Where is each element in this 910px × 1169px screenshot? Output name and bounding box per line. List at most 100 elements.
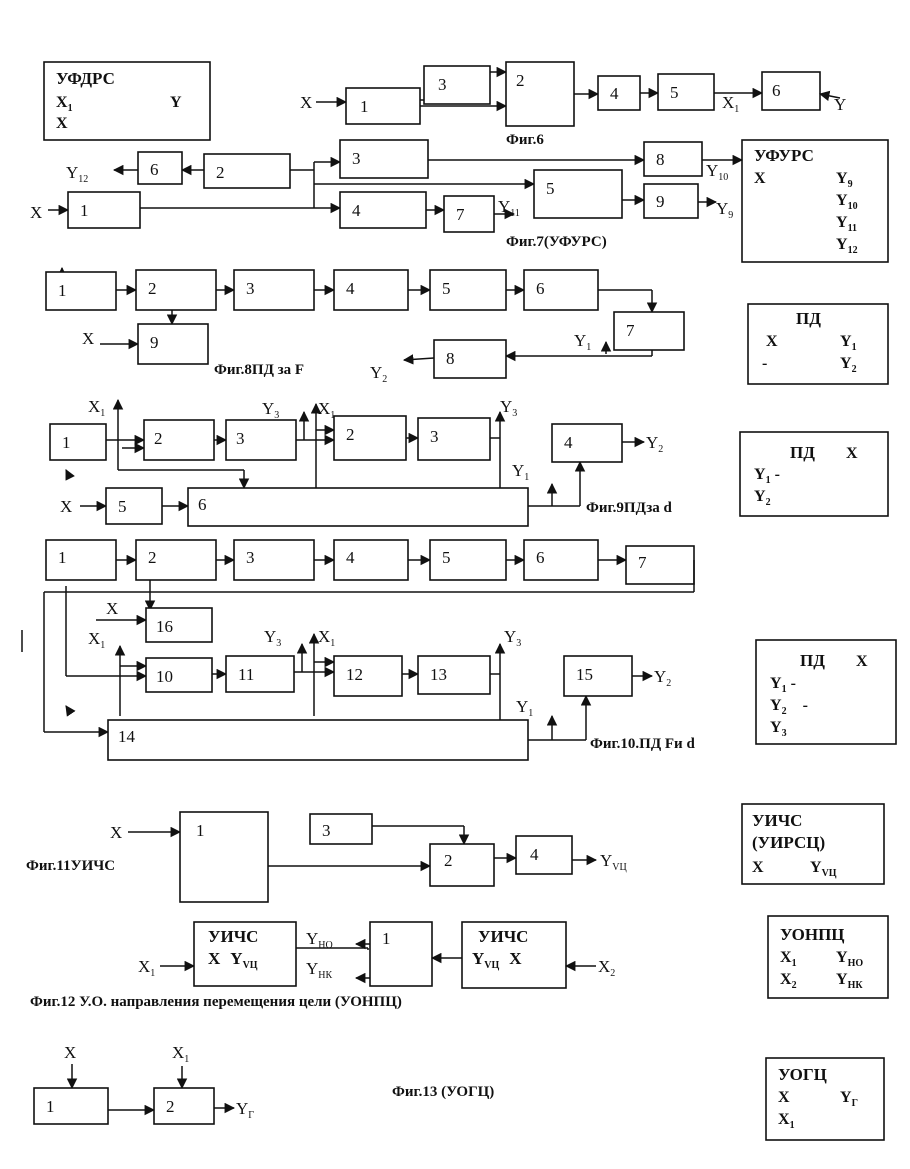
svg-text:Y1: Y1 [512, 461, 529, 483]
fig9-block-1 [49, 423, 107, 461]
svg-text:Y3: Y3 [500, 397, 517, 419]
svg-text:X1: X1 [318, 627, 335, 649]
svg-text:X2: X2 [780, 971, 797, 991]
svg-text:Фиг.11УИЧС: Фиг.11УИЧС [26, 858, 115, 874]
svg-text:9: 9 [656, 192, 665, 211]
fig8-diagram: 1 2 3 4 5 6 7 Y1 8 Y2 X 9 Фиг.8ПД за F [45, 266, 685, 385]
svg-text:X1: X1 [780, 949, 797, 969]
svg-text:Y10: Y10 [706, 161, 728, 183]
svg-text:11: 11 [238, 665, 254, 684]
fig11-block-2 [429, 843, 495, 887]
svg-text:YНО: YНО [836, 949, 863, 969]
svg-text:Y2: Y2 [754, 488, 771, 508]
fig7-block-9 [643, 183, 699, 219]
svg-text:2: 2 [166, 1097, 175, 1116]
svg-text:ПД: ПД [800, 651, 825, 670]
legend-ufdrs: УФДРС X1 Y X [43, 61, 211, 141]
svg-text:Y1: Y1 [516, 697, 533, 719]
svg-text:6: 6 [150, 160, 159, 179]
svg-text:Y1-: Y1- [770, 675, 796, 695]
svg-text:X2: X2 [598, 957, 615, 979]
svg-text:-: - [762, 355, 767, 372]
svg-text:YНО: YНО [306, 929, 333, 951]
svg-text:YНК: YНК [306, 959, 333, 981]
fig8-block-4 [333, 269, 409, 311]
svg-text:УИЧС: УИЧС [478, 927, 528, 946]
fig9-diagram: 1 X1 2 3 Y3 X1 2 3 Y3 Y1 X 5 6 [49, 397, 673, 527]
svg-text:1: 1 [58, 548, 67, 567]
fig6-block-5 [657, 73, 715, 111]
svg-text:4: 4 [346, 548, 355, 567]
svg-text:4: 4 [346, 279, 355, 298]
svg-text:6: 6 [198, 495, 207, 514]
svg-text:Y: Y [834, 95, 846, 114]
svg-text:X: X [30, 203, 42, 222]
svg-text:Фиг.7(УФУРС): Фиг.7(УФУРС) [506, 234, 607, 250]
fig6-block-1 [345, 87, 421, 125]
svg-text:Фиг.8ПД за F: Фиг.8ПД за F [214, 362, 304, 378]
fig8-block-9 [137, 323, 209, 365]
fig10-block-5 [429, 539, 507, 581]
fig6-block-6 [761, 71, 821, 111]
svg-text:X1: X1 [318, 399, 335, 421]
fig7-block-1 [67, 191, 141, 229]
fig9-block-3b [417, 417, 491, 461]
svg-text:2: 2 [444, 851, 453, 870]
svg-text:1: 1 [46, 1097, 55, 1116]
svg-text:Y1: Y1 [574, 331, 591, 353]
legend-uonpc: УОНПЦ X1 YНО X2 YНК [767, 915, 889, 999]
svg-text:1: 1 [382, 929, 391, 948]
fig9-block-3a [225, 419, 297, 461]
svg-text:Y: Y [170, 94, 182, 111]
svg-text:2: 2 [148, 279, 157, 298]
svg-text:3: 3 [236, 429, 245, 448]
svg-text:Фиг.10.ПД Fи d: Фиг.10.ПД Fи d [590, 736, 695, 752]
legend-uichs: УИЧС (УИРСЦ) X YVЦ [741, 803, 885, 885]
svg-text:Y3: Y3 [504, 627, 521, 649]
fig10-block-11 [225, 655, 295, 693]
svg-text:X: X [56, 115, 68, 132]
svg-text:7: 7 [626, 321, 635, 340]
svg-text:3: 3 [430, 427, 439, 446]
fig8-block-3 [233, 269, 315, 311]
svg-text:1: 1 [80, 201, 89, 220]
fig12-block-uichs-right [461, 921, 567, 989]
svg-text:УОНПЦ: УОНПЦ [780, 925, 845, 944]
svg-text:X1: X1 [778, 1111, 795, 1131]
fig7-block-2 [203, 153, 291, 189]
fig6-block-4 [597, 75, 641, 111]
svg-text:X1: X1 [88, 397, 105, 419]
svg-text:4: 4 [564, 433, 573, 452]
svg-text:3: 3 [322, 821, 331, 840]
svg-text:X: X [300, 93, 312, 112]
fig10-diagram: 1 2 3 4 5 6 7 X 16 X1 10 1 [21, 539, 695, 761]
svg-text:1: 1 [58, 281, 67, 300]
fig9-block-5 [105, 487, 163, 525]
svg-text:3: 3 [438, 75, 447, 94]
svg-text:14: 14 [118, 727, 136, 746]
svg-text:УОГЦ: УОГЦ [778, 1065, 827, 1084]
svg-text:X1: X1 [56, 94, 73, 114]
svg-text:Y11: Y11 [836, 214, 857, 234]
svg-text:15: 15 [576, 665, 593, 684]
svg-text:X: X [846, 445, 858, 462]
svg-text:5: 5 [546, 179, 555, 198]
svg-text:13: 13 [430, 665, 447, 684]
svg-text:Y1: Y1 [840, 333, 857, 353]
svg-text:X: X [766, 333, 778, 350]
svg-text:Y2: Y2 [840, 355, 857, 375]
fig10-block-13 [417, 655, 491, 695]
svg-text:X: X [778, 1089, 790, 1106]
svg-text:Y1-: Y1- [754, 466, 780, 486]
svg-text:УФДРС: УФДРС [56, 69, 115, 88]
fig8-block-1 [45, 271, 117, 311]
fig7-block-6 [137, 151, 183, 185]
fig7-block-3 [339, 139, 429, 179]
svg-text:6: 6 [772, 81, 781, 100]
svg-text:2: 2 [216, 163, 225, 182]
fig10-block-14 [107, 719, 529, 761]
